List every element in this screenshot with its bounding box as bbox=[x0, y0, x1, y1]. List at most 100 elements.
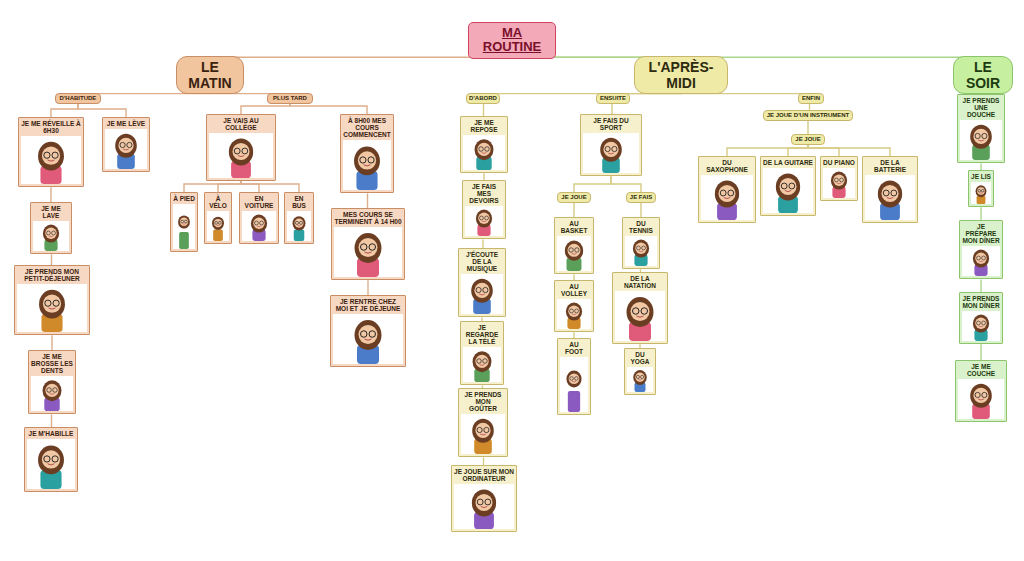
avatar-smile bbox=[979, 326, 983, 328]
avatar-face bbox=[45, 228, 56, 239]
avatar-hair bbox=[178, 216, 190, 229]
avatar-face bbox=[253, 218, 264, 229]
avatar-glasses bbox=[981, 190, 984, 193]
avatar-smile bbox=[479, 294, 485, 295]
avatar-glasses bbox=[781, 183, 787, 189]
avatar-glasses bbox=[977, 321, 981, 325]
avatar-smile bbox=[724, 198, 730, 199]
activity-card: DE LA NATATION bbox=[612, 272, 668, 344]
avatar-smile bbox=[785, 191, 791, 192]
avatar-glasses bbox=[260, 221, 264, 225]
avatar-face bbox=[631, 302, 650, 321]
activity-card: JE VAIS AU COLLÈGE bbox=[206, 114, 276, 181]
avatar-body bbox=[568, 391, 580, 412]
picture-ground bbox=[333, 314, 403, 364]
avatar-glasses bbox=[479, 147, 484, 152]
tree-connector bbox=[573, 203, 574, 217]
node-label: JE PRÉPARE MON DÎNER bbox=[962, 223, 1000, 244]
node-label: ENSUITE bbox=[599, 95, 627, 102]
activity-card: JE ME COUCHE bbox=[955, 360, 1007, 422]
avatar-hair bbox=[878, 181, 902, 208]
picture-ground bbox=[865, 175, 915, 220]
avatar-smile bbox=[978, 140, 984, 141]
tree-connector bbox=[611, 176, 641, 192]
activity-card: JE PRENDS MON DÎNER bbox=[959, 292, 1003, 344]
node-label: JE PRENDS MON PETIT-DÉJEUNER bbox=[17, 268, 87, 282]
bitmoji-picture bbox=[627, 367, 653, 392]
picture-ground bbox=[287, 211, 311, 241]
avatar-glasses bbox=[605, 147, 610, 152]
bitmoji-picture bbox=[823, 168, 855, 198]
avatar-face bbox=[635, 373, 645, 383]
activity-card: JE ME REPOSE bbox=[460, 116, 508, 173]
avatar-smile bbox=[48, 464, 55, 465]
picture-ground bbox=[463, 347, 501, 382]
picture-ground bbox=[625, 236, 657, 266]
node-label: JE JOUE SUR MON ORDINATEUR bbox=[454, 468, 514, 482]
avatar-glasses bbox=[369, 331, 376, 338]
avatar-body bbox=[294, 230, 305, 241]
branch-pill: LE SOIR bbox=[953, 56, 1013, 94]
activity-card: JE PRENDS MON GOÛTER bbox=[458, 388, 508, 457]
activity-card: À PIED bbox=[170, 192, 198, 252]
avatar-face bbox=[568, 306, 579, 317]
avatar-face bbox=[568, 244, 581, 257]
avatar-glasses bbox=[483, 288, 488, 293]
node-label: JE JOUE bbox=[560, 194, 588, 201]
bitmoji-picture bbox=[33, 221, 69, 251]
activity-card: MES COURS SE TERMINENT À 14 H00 bbox=[331, 208, 405, 280]
avatar-hair bbox=[633, 240, 649, 258]
activity-card: JE LIS bbox=[968, 170, 994, 207]
bitmoji-picture bbox=[209, 133, 273, 178]
node-label: L'APRÈS-MIDI bbox=[641, 59, 721, 91]
avatar-smile bbox=[638, 379, 642, 381]
tree-connector bbox=[807, 121, 808, 134]
bitmoji-picture bbox=[287, 211, 311, 241]
avatar-glasses bbox=[47, 388, 52, 393]
avatar-smile bbox=[123, 149, 129, 150]
bitmoji-picture bbox=[865, 175, 915, 220]
avatar-glasses bbox=[641, 376, 644, 379]
avatar-face bbox=[975, 318, 986, 329]
activity-card: DE LA GUITARE bbox=[760, 156, 816, 216]
avatar-hair bbox=[471, 279, 493, 303]
bitmoji-picture bbox=[615, 291, 665, 341]
avatar-hair bbox=[251, 215, 267, 233]
avatar-face bbox=[359, 325, 378, 344]
avatar-hair bbox=[43, 225, 59, 243]
node-label: JE FAIS MES DEVOIRS bbox=[465, 183, 503, 204]
node-label: MES COURS SE TERMINENT À 14 H00 bbox=[334, 211, 402, 225]
avatar-hair bbox=[38, 142, 64, 171]
avatar-face bbox=[359, 238, 378, 257]
avatar-glasses bbox=[53, 300, 59, 306]
avatar-glasses bbox=[789, 183, 795, 189]
node-label: ENFIN bbox=[801, 95, 821, 102]
avatar-smile bbox=[639, 251, 643, 253]
picture-ground bbox=[958, 379, 1004, 419]
tree-connector bbox=[241, 181, 299, 192]
avatar-face bbox=[477, 143, 490, 156]
activity-card: DU SAXOPHONE bbox=[698, 156, 756, 223]
node-label: JE JOUE bbox=[794, 136, 822, 143]
subheading-tag: JE JOUE D'UN INSTRUMENT bbox=[763, 110, 853, 121]
node-label: JE ME LAVE bbox=[33, 205, 69, 219]
avatar-smile bbox=[572, 381, 576, 383]
subheading-tag: ENFIN bbox=[798, 93, 824, 104]
avatar-glasses bbox=[52, 456, 58, 462]
node-label: DE LA GUITARE bbox=[763, 159, 813, 166]
avatar-face bbox=[973, 388, 988, 403]
activity-card: À 8H00 MES COURS COMMENCENT bbox=[340, 114, 394, 193]
node-label: JE PRENDS UNE DOUCHE bbox=[960, 97, 1002, 118]
avatar-face bbox=[779, 178, 796, 195]
node-label: PLUS TARD bbox=[270, 95, 310, 102]
avatar-face bbox=[475, 494, 492, 511]
subheading-tag: PLUS TARD bbox=[267, 93, 313, 104]
avatar-glasses bbox=[636, 376, 639, 379]
avatar-hair bbox=[475, 139, 494, 160]
avatar-glasses bbox=[977, 256, 981, 260]
bitmoji-picture bbox=[701, 175, 753, 220]
node-label: AU VOLLEY bbox=[557, 283, 591, 297]
subheading-tag: JE JOUE bbox=[791, 134, 825, 145]
avatar-glasses bbox=[181, 220, 184, 223]
avatar-face bbox=[474, 283, 489, 298]
